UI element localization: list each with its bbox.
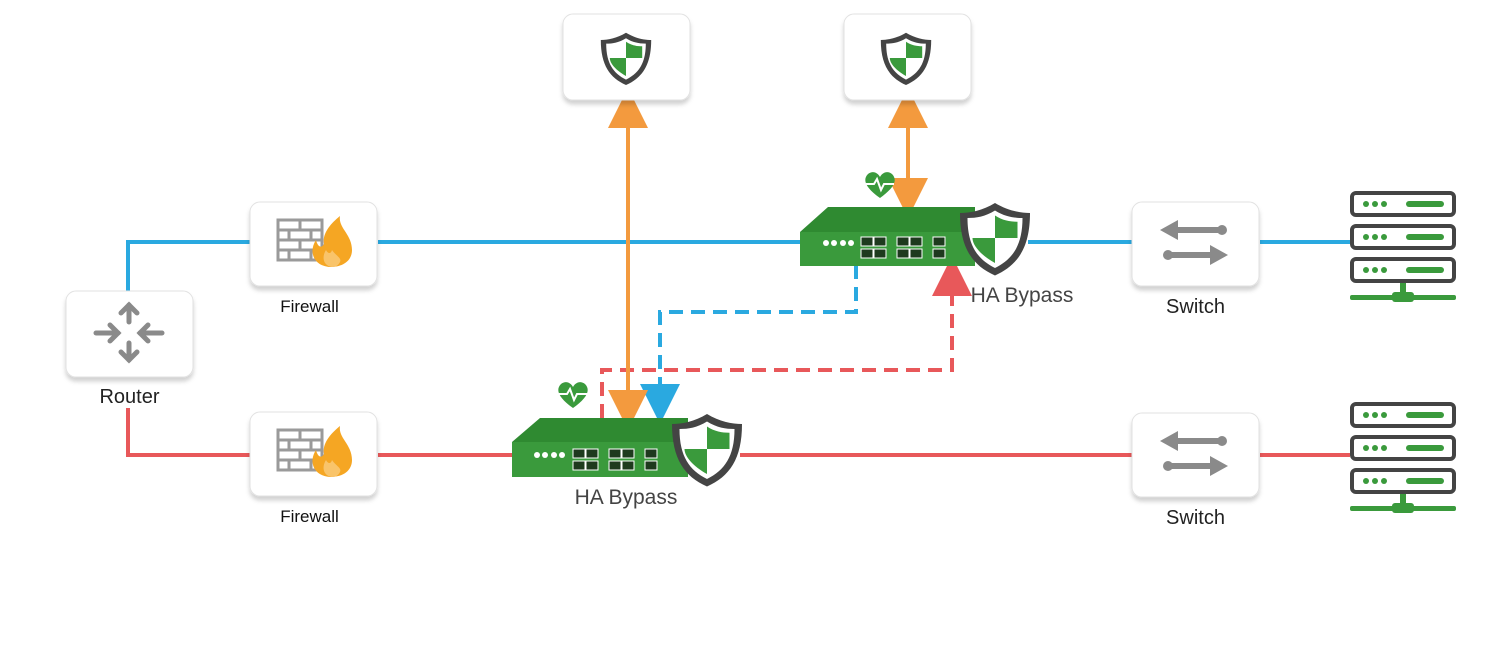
firewall-icon (276, 216, 352, 267)
router-icon (93, 301, 165, 364)
ha-bypass-top-label: HA Bypass (970, 284, 1074, 307)
switch-top-node[interactable] (1131, 201, 1260, 287)
firewall-bottom-label: Firewall (280, 507, 339, 526)
heartbeat-link-blue (640, 265, 858, 424)
security-tool-right[interactable] (843, 13, 972, 101)
ha-bypass-top-node[interactable] (800, 172, 1030, 276)
router-node[interactable] (65, 290, 194, 378)
firewall-top-label: Firewall (280, 297, 339, 316)
server-bottom-node[interactable] (1350, 402, 1456, 513)
server-rack-icon (1350, 191, 1456, 302)
switch-bottom-label: Switch (1166, 507, 1225, 529)
ha-bypass-bottom-node[interactable] (512, 382, 742, 487)
heartbeat-icon (558, 382, 588, 408)
secondary-link-router-firewall (126, 408, 250, 457)
security-tool-left[interactable] (562, 13, 691, 101)
router-label: Router (99, 386, 160, 408)
primary-link-router-firewall (126, 240, 250, 292)
switch-arrows-icon (1160, 431, 1228, 476)
switch-arrows-icon (1160, 220, 1228, 265)
network-appliance-icon (800, 207, 975, 266)
firewall-icon (276, 426, 352, 477)
firewall-top-node[interactable] (249, 201, 378, 287)
heartbeat-link-red (600, 256, 972, 418)
network-appliance-icon (512, 418, 688, 477)
server-rack-icon (1350, 402, 1456, 513)
ha-bypass-bottom-label: HA Bypass (574, 486, 678, 509)
firewall-bottom-node[interactable] (249, 411, 378, 497)
server-top-node[interactable] (1350, 191, 1456, 302)
switch-top-label: Switch (1166, 296, 1225, 318)
switch-bottom-node[interactable] (1131, 412, 1260, 498)
heartbeat-icon (865, 172, 895, 198)
